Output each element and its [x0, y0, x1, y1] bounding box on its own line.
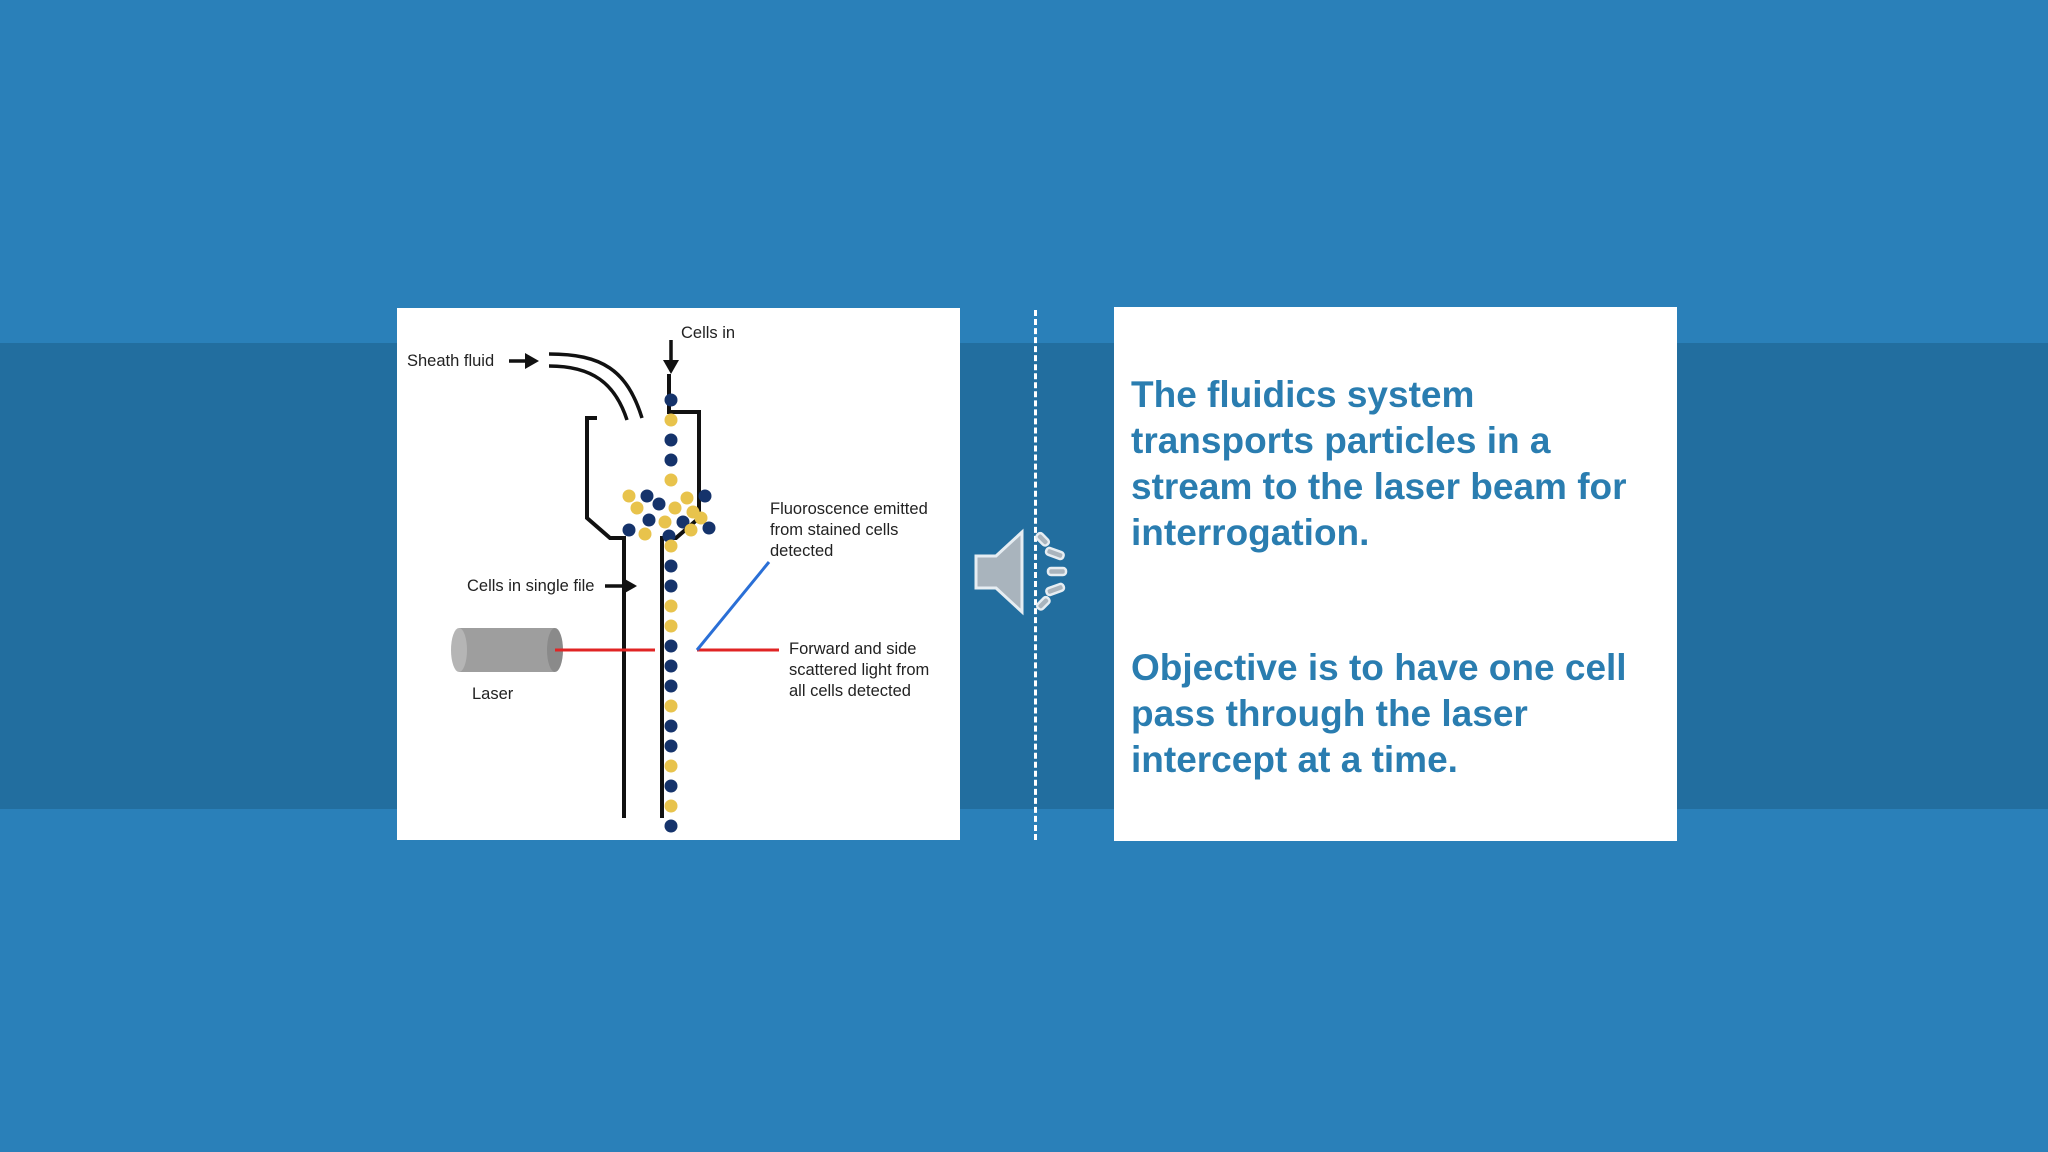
paragraph-objective: Objective is to have one cell pass throu…: [1131, 647, 1627, 780]
cell-dot: [664, 759, 678, 773]
cell-dot: [702, 521, 716, 535]
cell-dot: [664, 719, 678, 733]
sheath-arrow-head: [525, 353, 539, 369]
cell-dot: [664, 619, 678, 633]
cell-dot: [664, 579, 678, 593]
text-panel: The fluidics system transports particles…: [1114, 307, 1677, 841]
label-scatter-1: Forward and side: [789, 640, 916, 658]
single-file-arrow-head: [623, 578, 637, 594]
cell-dot: [668, 501, 682, 515]
cells-group: [622, 393, 716, 833]
cell-dot: [676, 515, 690, 529]
cell-dot: [664, 739, 678, 753]
dashed-divider: [1034, 310, 1037, 840]
cell-dot: [698, 489, 712, 503]
background-band: [0, 343, 2048, 809]
fluorescence-beam: [695, 561, 771, 651]
label-laser: Laser: [472, 685, 514, 703]
cell-dot: [664, 799, 678, 813]
laser-icon: [451, 628, 563, 672]
cell-dot: [694, 511, 708, 525]
cell-dot: [664, 473, 678, 487]
cell-dot: [652, 497, 666, 511]
label-scatter-2: scattered light from: [789, 661, 929, 679]
cell-dot: [664, 393, 678, 407]
sheath-fluid-arrow-curve-inner: [548, 364, 629, 421]
cell-dot: [622, 523, 636, 537]
label-sheath-fluid: Sheath fluid: [407, 352, 494, 370]
cell-dot: [638, 527, 652, 541]
label-scatter-3: all cells detected: [789, 682, 911, 700]
cell-dot: [664, 639, 678, 653]
flow-cytometry-diagram: Cells in Sheath fluid Cells in single fi…: [397, 308, 960, 840]
cell-dot: [664, 819, 678, 833]
label-fluorescence-1: Fluoroscence emitted: [770, 500, 928, 518]
cell-dot: [662, 529, 676, 543]
cell-dot: [664, 679, 678, 693]
label-cells-single-file: Cells in single file: [467, 577, 594, 595]
cell-dot: [684, 523, 698, 537]
cell-dot: [680, 491, 694, 505]
cell-dot: [664, 599, 678, 613]
cell-dot: [664, 433, 678, 447]
cell-dot: [664, 659, 678, 673]
label-fluorescence-3: detected: [770, 542, 833, 560]
cell-dot: [622, 489, 636, 503]
cell-dot: [658, 515, 672, 529]
cell-dot: [664, 453, 678, 467]
cell-dot: [664, 413, 678, 427]
label-cells-in: Cells in: [681, 324, 735, 342]
paragraph-fluidics-system: The fluidics system transports particles…: [1131, 374, 1627, 553]
cell-dot: [664, 559, 678, 573]
cell-dot: [640, 489, 654, 503]
cell-dot: [642, 513, 656, 527]
cell-dot: [664, 539, 678, 553]
speaker-audio-icon[interactable]: [968, 520, 1074, 624]
cells-in-arrow-head: [663, 360, 679, 374]
label-fluorescence-2: from stained cells: [770, 521, 898, 539]
diagram-canvas: Cells in Sheath fluid Cells in single fi…: [407, 324, 929, 833]
cell-dot: [664, 779, 678, 793]
sheath-fluid-arrow-curve: [548, 352, 644, 419]
cell-dot: [630, 501, 644, 515]
cell-dot: [664, 699, 678, 713]
chamber-left-wall: [585, 416, 626, 818]
